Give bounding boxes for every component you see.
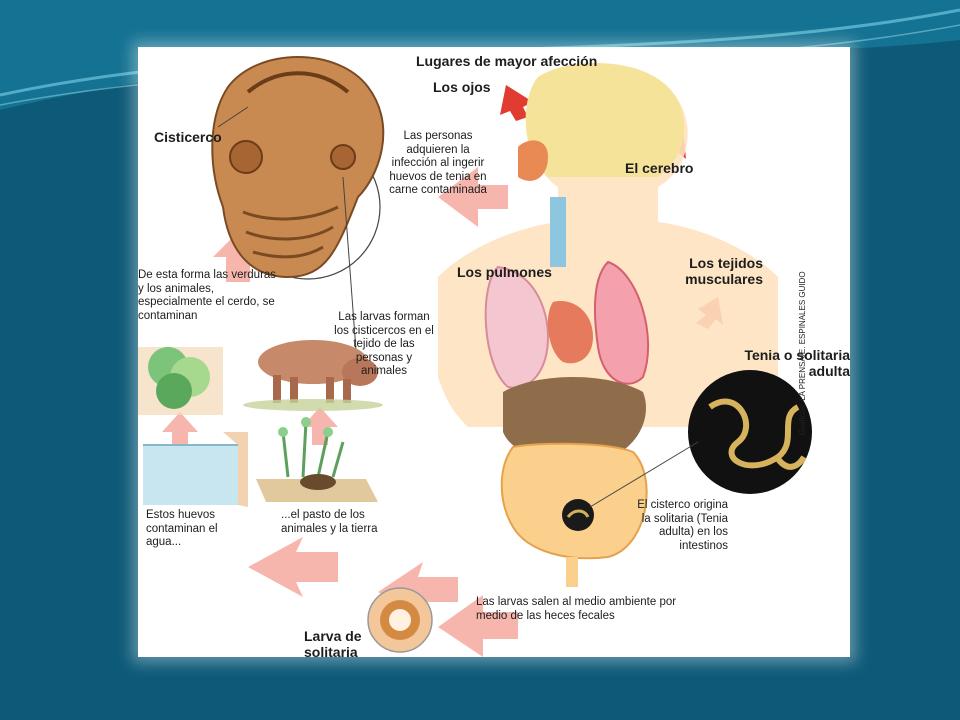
tapeworm-magnified-illustration — [589, 370, 812, 508]
larva-illustration — [367, 587, 433, 653]
label-muscles: Los tejidos musculares — [685, 255, 763, 287]
label-larva: Larva de solitaria — [304, 628, 362, 657]
note-grass: ...el pasto de los animales y la tierra — [281, 509, 378, 535]
graphics-credit: Gráficos: LA PRENSA/E. ESPINALES GUIDO — [798, 271, 807, 435]
note-feces: Las larvas salen al medio ambiente por m… — [476, 596, 677, 622]
note-intestine: El cisterco origina la solitaria (Tenia … — [637, 499, 728, 552]
label-lungs: Los pulmones — [457, 264, 552, 280]
label-eyes: Los ojos — [433, 79, 491, 95]
diagram-title: Lugares de mayor afección — [416, 53, 598, 69]
lettuce-illustration — [138, 347, 223, 415]
note-contamination: De esta forma las verduras y los animale… — [138, 269, 277, 322]
grass-illustration — [256, 417, 378, 502]
pig-illustration — [243, 340, 383, 411]
note-infection: Las personas adquieren la infección al i… — [389, 130, 487, 196]
label-brain: El cerebro — [625, 160, 694, 176]
diagram-illustration — [138, 56, 812, 657]
note-water: Estos huevos contaminan el agua... — [146, 509, 218, 548]
label-adult-tapeworm: Tenia o solitaria adulta — [744, 347, 850, 379]
water-illustration — [143, 432, 248, 507]
label-cysticercus: Cisticerco — [154, 129, 222, 145]
human-body-illustration — [438, 63, 778, 587]
cysticercus-illustration — [211, 56, 385, 378]
note-larvae-form: Las larvas forman los cisticercos en el … — [334, 311, 434, 377]
diagram-panel: Lugares de mayor afección Los ojos El ce… — [138, 47, 850, 657]
